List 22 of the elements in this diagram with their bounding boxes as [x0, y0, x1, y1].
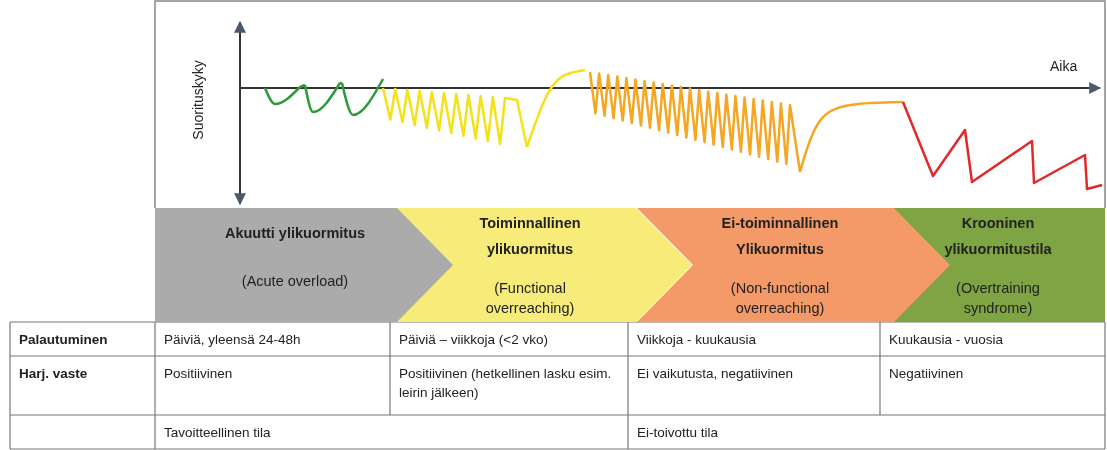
row-header: Harj. vaste — [19, 365, 89, 383]
stage-heading: Krooninen ylikuormitustila — [943, 214, 1053, 259]
table-text: Positiivinen — [164, 365, 234, 383]
stage-heading: Toiminnallinen ylikuormitus — [478, 214, 582, 259]
row-header: Palautuminen — [19, 331, 109, 349]
axis-label: Suorituskyky — [190, 59, 206, 142]
table-text: Viikkoja - kuukausia — [637, 331, 758, 349]
table-text: Negatiivinen — [889, 365, 965, 383]
table-text: Tavoitteellinen tila — [164, 424, 272, 442]
stage-subtitle: (Non-functional overreaching) — [729, 279, 831, 318]
table-text: Kuukausia - vuosia — [889, 331, 1005, 349]
axis-label: Aika — [1050, 58, 1078, 74]
stage-heading: Akuutti ylikuormitus — [223, 224, 367, 243]
stage-subtitle: (Acute overload) — [240, 272, 350, 291]
table-text: Päiviä, yleensä 24-48h — [164, 331, 302, 349]
table-text: Päiviä – viikkoja (<2 vko) — [399, 331, 549, 349]
table-text: Ei vaikutusta, negatiivinen — [637, 365, 795, 383]
table-text: Positiivinen (hetkellinen lasku esim. leirin jälkeen) — [399, 365, 613, 402]
stage-subtitle: (Overtraining syndrome) — [955, 279, 1041, 318]
table-text: Ei-toivottu tila — [637, 424, 720, 442]
stage-subtitle: (Functional overreaching) — [484, 279, 576, 318]
stage-heading: Ei-toiminnallinen Ylikuormitus — [720, 214, 840, 259]
